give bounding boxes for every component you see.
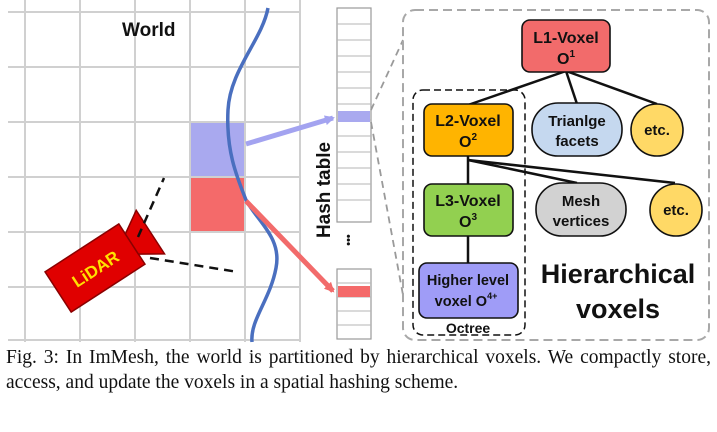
zoom-line-bottom (370, 121, 404, 296)
svg-text:O3: O3 (459, 212, 477, 231)
triangle-facets-node: Trianlge facets (531, 102, 623, 157)
lidar-sensor: LiDAR (43, 208, 166, 314)
red-voxel (191, 178, 244, 231)
l1-voxel-node: L1-Voxel O1 (521, 19, 611, 73)
hierarchical-title-line2: voxels (576, 294, 660, 324)
zoom-line-top (370, 39, 404, 111)
svg-text:L3-Voxel: L3-Voxel (435, 193, 501, 210)
svg-text:etc.: etc. (663, 202, 689, 219)
mesh-vertices-node: Mesh vertices (535, 182, 627, 237)
tree-edges (466, 69, 676, 263)
hash-ellipsis: ••• (343, 234, 355, 246)
surface-curve (225, 7, 279, 343)
svg-text:Mesh: Mesh (562, 193, 600, 210)
l3-voxel-node: L3-Voxel O3 (423, 183, 514, 237)
etc-node-lower: etc. (649, 183, 703, 237)
hash-table (336, 7, 372, 340)
svg-text:L2-Voxel: L2-Voxel (435, 113, 501, 130)
etc-node-upper: etc. (630, 103, 684, 157)
caption-text: Fig. 3: In ImMesh, the world is partitio… (6, 347, 711, 393)
svg-text:Trianlge: Trianlge (548, 113, 606, 130)
l2-voxel-node: L2-Voxel O2 (423, 103, 514, 157)
svg-text:L1-Voxel: L1-Voxel (533, 30, 599, 47)
svg-text:facets: facets (555, 133, 598, 150)
svg-text:vertices: vertices (553, 213, 610, 230)
svg-text:Higher level: Higher level (427, 273, 509, 289)
lidar-ray-upper (136, 177, 166, 238)
lidar-ray-lower (149, 256, 239, 274)
svg-text:O2: O2 (459, 132, 477, 151)
octree-box (412, 89, 526, 336)
svg-text:etc.: etc. (644, 122, 670, 139)
hash-entry-red (338, 286, 370, 297)
world-grid (8, 0, 301, 342)
blue-arrow (245, 115, 335, 147)
hierarchical-voxel-diagram: World LiDAR (8, 0, 710, 343)
hierarchy-panel (402, 9, 710, 341)
red-arrow (244, 199, 335, 293)
higher-level-voxel-node: Higher level voxel O4+ (418, 262, 519, 319)
octree-label: Octree (446, 320, 491, 336)
hash-entry-blue (338, 111, 370, 122)
hierarchical-title-line1: Hierarchical (541, 259, 696, 289)
svg-text:O1: O1 (557, 49, 575, 68)
hash-table-label: Hash table (314, 142, 335, 238)
figure-caption: Fig. 3: In ImMesh, the world is partitio… (6, 345, 711, 395)
world-label: World (122, 20, 175, 41)
svg-text:voxel O4+: voxel O4+ (435, 291, 498, 310)
